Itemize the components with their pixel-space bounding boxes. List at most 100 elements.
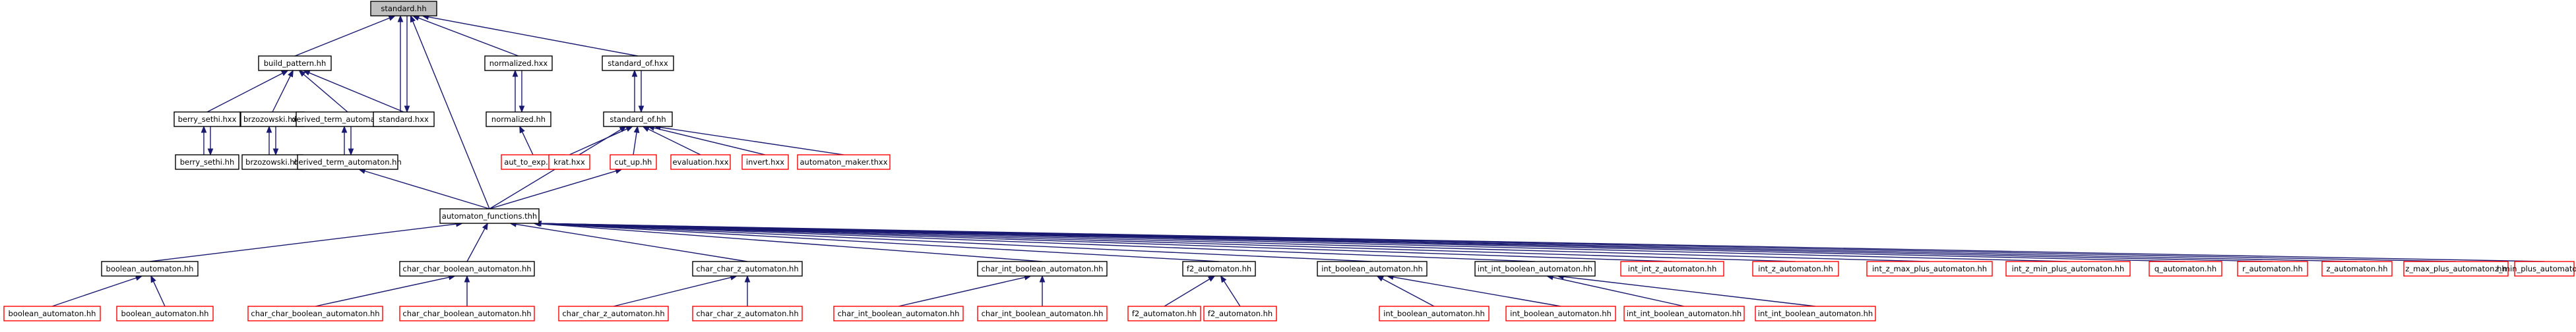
graph-edge [206, 72, 283, 113]
graph-node[interactable]: char_char_z_automaton.hh [692, 261, 803, 277]
graph-edge [569, 128, 627, 155]
node-label: boolean_automaton.hh [121, 309, 209, 318]
edge-arrowhead [512, 69, 518, 77]
graph-node[interactable]: boolean_automaton.hh [3, 306, 101, 321]
graph-node[interactable]: automaton_maker.thxx [797, 154, 891, 170]
graph-node[interactable]: char_char_z_automaton.hh [692, 306, 803, 321]
node-label: normalized.hxx [489, 59, 548, 68]
graph-node[interactable]: char_char_boolean_automaton.hh [399, 261, 535, 277]
node-label: evaluation.hxx [672, 157, 728, 167]
edge-arrowhead [631, 69, 638, 77]
graph-edge [540, 223, 1796, 262]
graph-node[interactable]: standard_of.hh [603, 111, 673, 127]
graph-node[interactable]: boolean_automaton.hh [116, 306, 214, 321]
graph-node[interactable]: krat.hxx [548, 154, 590, 170]
graph-node[interactable]: z_max_plus_automaton.hh [2403, 261, 2509, 277]
graph-node[interactable]: int_int_boolean_automaton.hh [1474, 261, 1596, 277]
edge-arrowhead [1207, 275, 1216, 282]
edge-arrowhead [201, 125, 207, 133]
graph-node[interactable]: f2_automaton.hh [1203, 306, 1277, 321]
node-box-incomplete [833, 306, 964, 321]
graph-node[interactable]: int_int_boolean_automaton.hh [1755, 306, 1876, 321]
graph-node[interactable]: automaton_functions.thh [439, 208, 540, 224]
graph-node[interactable]: boolean_automaton.hh [101, 261, 199, 277]
graph-node[interactable]: char_int_boolean_automaton.hh [833, 306, 964, 321]
graph-node[interactable]: brzozowski.hh [241, 154, 303, 170]
graph-node[interactable]: char_char_boolean_automaton.hh [399, 306, 535, 321]
graph-edge [1223, 281, 1241, 307]
graph-edge [633, 132, 637, 155]
node-label: char_int_boolean_automaton.hh [838, 309, 960, 318]
graph-node[interactable]: derived_term_automaton.hh [294, 154, 402, 170]
graph-edge [660, 126, 844, 155]
graph-node[interactable]: normalized.hh [486, 111, 551, 127]
edge-arrowhead [207, 148, 214, 156]
graph-node[interactable]: standard.hh [370, 1, 437, 16]
node-box-incomplete [610, 154, 657, 170]
node-label: z_min_plus_automaton.hh [2495, 264, 2576, 273]
node-box-incomplete [741, 154, 789, 170]
graph-node[interactable]: standard.hxx [373, 111, 435, 127]
graph-node[interactable]: build_pattern.hh [258, 55, 332, 71]
node-label: char_char_boolean_automaton.hh [251, 309, 379, 318]
node-label: char_char_z_automaton.hh [696, 309, 798, 318]
edge-arrowhead [150, 275, 156, 283]
graph-node[interactable]: cut_up.hh [610, 154, 657, 170]
edge-arrowhead [404, 105, 410, 113]
graph-node[interactable]: brzozowski.hxx [240, 111, 305, 127]
graph-edge [613, 277, 732, 307]
graph-node[interactable]: int_int_boolean_automaton.hh [1623, 306, 1745, 321]
graph-node[interactable]: berry_sethi.hh [175, 154, 239, 170]
node-box-incomplete [2514, 261, 2575, 277]
node-box [439, 208, 540, 224]
node-box [486, 111, 551, 127]
graph-node[interactable]: z_automaton.hh [2321, 261, 2393, 277]
graph-node[interactable]: int_boolean_automaton.hh [1317, 261, 1428, 277]
graph-edge [315, 277, 449, 307]
graph-node[interactable]: berry_sethi.hxx [173, 111, 241, 127]
graph-node[interactable]: char_char_boolean_automaton.hh [247, 306, 383, 321]
graph-edge [540, 223, 1220, 262]
graph-node[interactable]: r_automaton.hh [2237, 261, 2308, 277]
graph-node[interactable]: normalized.hxx [484, 55, 553, 71]
graph-node[interactable]: int_int_z_automaton.hh [1620, 261, 1724, 277]
graph-edge [521, 131, 534, 155]
node-box [484, 55, 553, 71]
graph-node[interactable]: int_boolean_automaton.hh [1379, 306, 1490, 321]
node-box-incomplete [1752, 261, 1839, 277]
graph-node[interactable]: int_z_automaton.hh [1752, 261, 1839, 277]
graph-edge [489, 170, 617, 209]
graph-node[interactable]: q_automaton.hh [2149, 261, 2222, 277]
graph-node[interactable]: char_char_z_automaton.hh [558, 306, 669, 321]
edge-arrowhead [1220, 275, 1227, 283]
graph-node[interactable]: evaluation.hxx [670, 154, 731, 170]
graph-node[interactable]: int_z_max_plus_automaton.hh [1866, 261, 1993, 277]
node-box-root [370, 1, 437, 16]
graph-node[interactable]: z_min_plus_automaton.hh [2495, 261, 2576, 277]
node-box-incomplete [1505, 306, 1616, 321]
graph-node[interactable]: int_z_min_plus_automaton.hh [2005, 261, 2131, 277]
graph-node[interactable]: char_int_boolean_automaton.hh [977, 306, 1108, 321]
node-label: q_automaton.hh [2154, 264, 2216, 273]
edge-arrowhead [388, 15, 396, 21]
edge-arrowhead [1039, 275, 1046, 283]
edge-arrowhead [744, 275, 751, 283]
graph-node[interactable]: f2_automaton.hh [1182, 261, 1256, 277]
graph-edge [540, 223, 1930, 262]
graph-node[interactable]: f2_automaton.hh [1127, 306, 1201, 321]
graph-edge [428, 16, 639, 57]
edge-arrowhead [348, 148, 354, 156]
graph-edge [51, 277, 137, 307]
graph-node[interactable]: standard_of.hxx [602, 55, 674, 71]
graph-edge [1164, 279, 1210, 307]
node-box-incomplete [116, 306, 214, 321]
graph-edge [364, 170, 490, 209]
graph-node[interactable]: invert.hxx [741, 154, 789, 170]
node-label: z_max_plus_automaton.hh [2405, 264, 2506, 273]
node-label: berry_sethi.hxx [178, 115, 237, 124]
node-box-incomplete [558, 306, 669, 321]
graph-node[interactable]: char_int_boolean_automaton.hh [977, 261, 1108, 277]
graph-node[interactable]: int_boolean_automaton.hh [1505, 306, 1616, 321]
node-box-incomplete [2403, 261, 2509, 277]
graph-edge [1563, 276, 1816, 307]
